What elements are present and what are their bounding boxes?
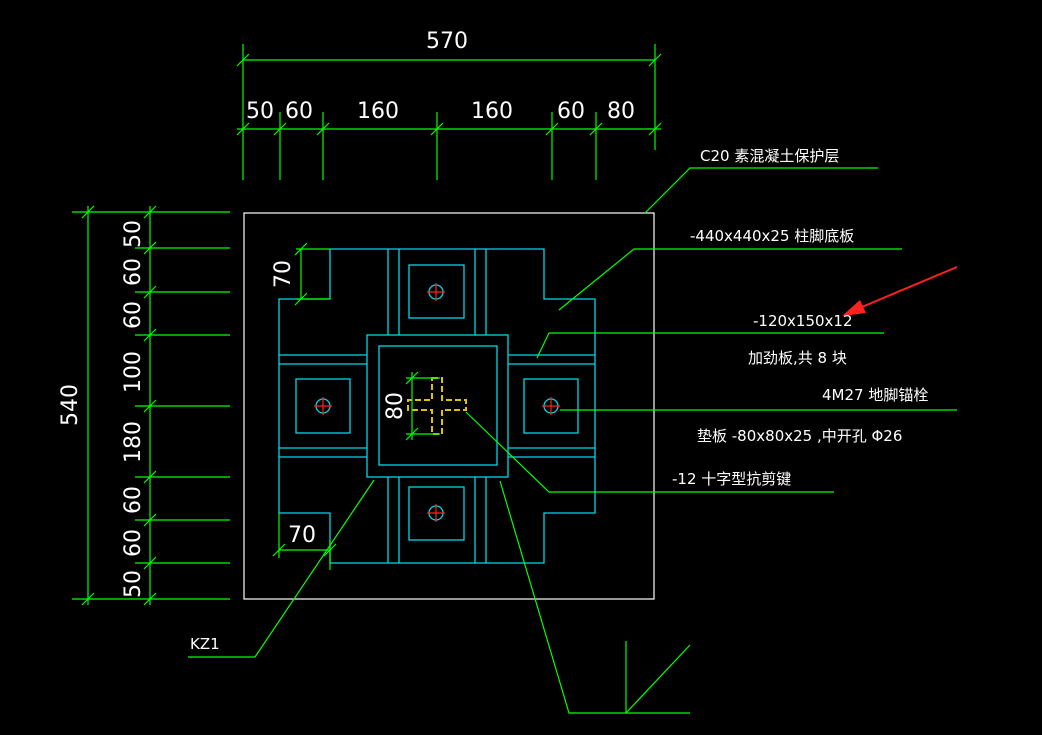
- dim-top-seg-3: 160: [357, 99, 399, 124]
- cross-shear-key: [407, 377, 467, 435]
- dim-left-seg-7: 60: [121, 529, 146, 557]
- base-plate-outline: [278, 248, 596, 564]
- red-arrow: [842, 266, 958, 316]
- dim-top-seg-1: 50: [246, 99, 274, 124]
- dim-top-seg-4: 160: [471, 99, 513, 124]
- concrete-protection-outline: [243, 212, 655, 600]
- note-shear-key: -12 十字型抗剪键: [672, 470, 791, 488]
- column-outer: [366, 334, 509, 478]
- dim-left-seg-8: 50: [121, 570, 146, 598]
- anchor-bolts: [314, 283, 560, 522]
- note-column: KZ1: [190, 635, 220, 653]
- dim-top-total: 570: [426, 29, 468, 54]
- dim-top-seg-5: 60: [557, 99, 585, 124]
- dim-left-seg-6: 60: [121, 486, 146, 514]
- dim-top-seg-6: 80: [607, 99, 635, 124]
- note-stiffener-count: 加劲板,共 8 块: [748, 349, 847, 367]
- dim-left-seg-1: 50: [121, 220, 146, 248]
- top-ticks: [236, 122, 662, 136]
- local-dimensions: 70 70 80: [271, 242, 440, 570]
- washers: [295, 264, 579, 541]
- dim-left-seg-3: 60: [121, 301, 146, 329]
- dim-left-seg-2: 60: [121, 258, 146, 286]
- dim-notch-bottom: 70: [288, 523, 316, 548]
- dim-left-seg-5: 180: [121, 421, 146, 463]
- note-base-plate: -440x440x25 柱脚底板: [690, 227, 854, 245]
- note-anchor-bolt: 4M27 地脚锚栓: [822, 386, 928, 404]
- annotations: C20 素混凝土保护层 -440x440x25 柱脚底板 -120x150x12…: [190, 147, 928, 653]
- stiffeners: [279, 249, 595, 563]
- dim-left-total: 540: [58, 384, 83, 426]
- leader-lines: [188, 167, 957, 714]
- note-stiffener-size: -120x150x12: [753, 312, 853, 330]
- left-dimensions: 540 50 60 60 100 180 60 60 50: [58, 205, 230, 606]
- column-inner: [378, 345, 498, 466]
- dim-key: 80: [383, 392, 408, 420]
- note-concrete: C20 素混凝土保护层: [700, 147, 839, 165]
- left-ticks: [143, 205, 157, 606]
- dim-top-seg-2: 60: [285, 99, 313, 124]
- dim-notch-top: 70: [271, 260, 296, 288]
- dim-left-seg-4: 100: [121, 351, 146, 393]
- top-dimensions: 570 50 60 160 160 60 80: [236, 29, 662, 180]
- note-washer: 垫板 -80x80x25 ,中开孔 Φ26: [697, 427, 902, 445]
